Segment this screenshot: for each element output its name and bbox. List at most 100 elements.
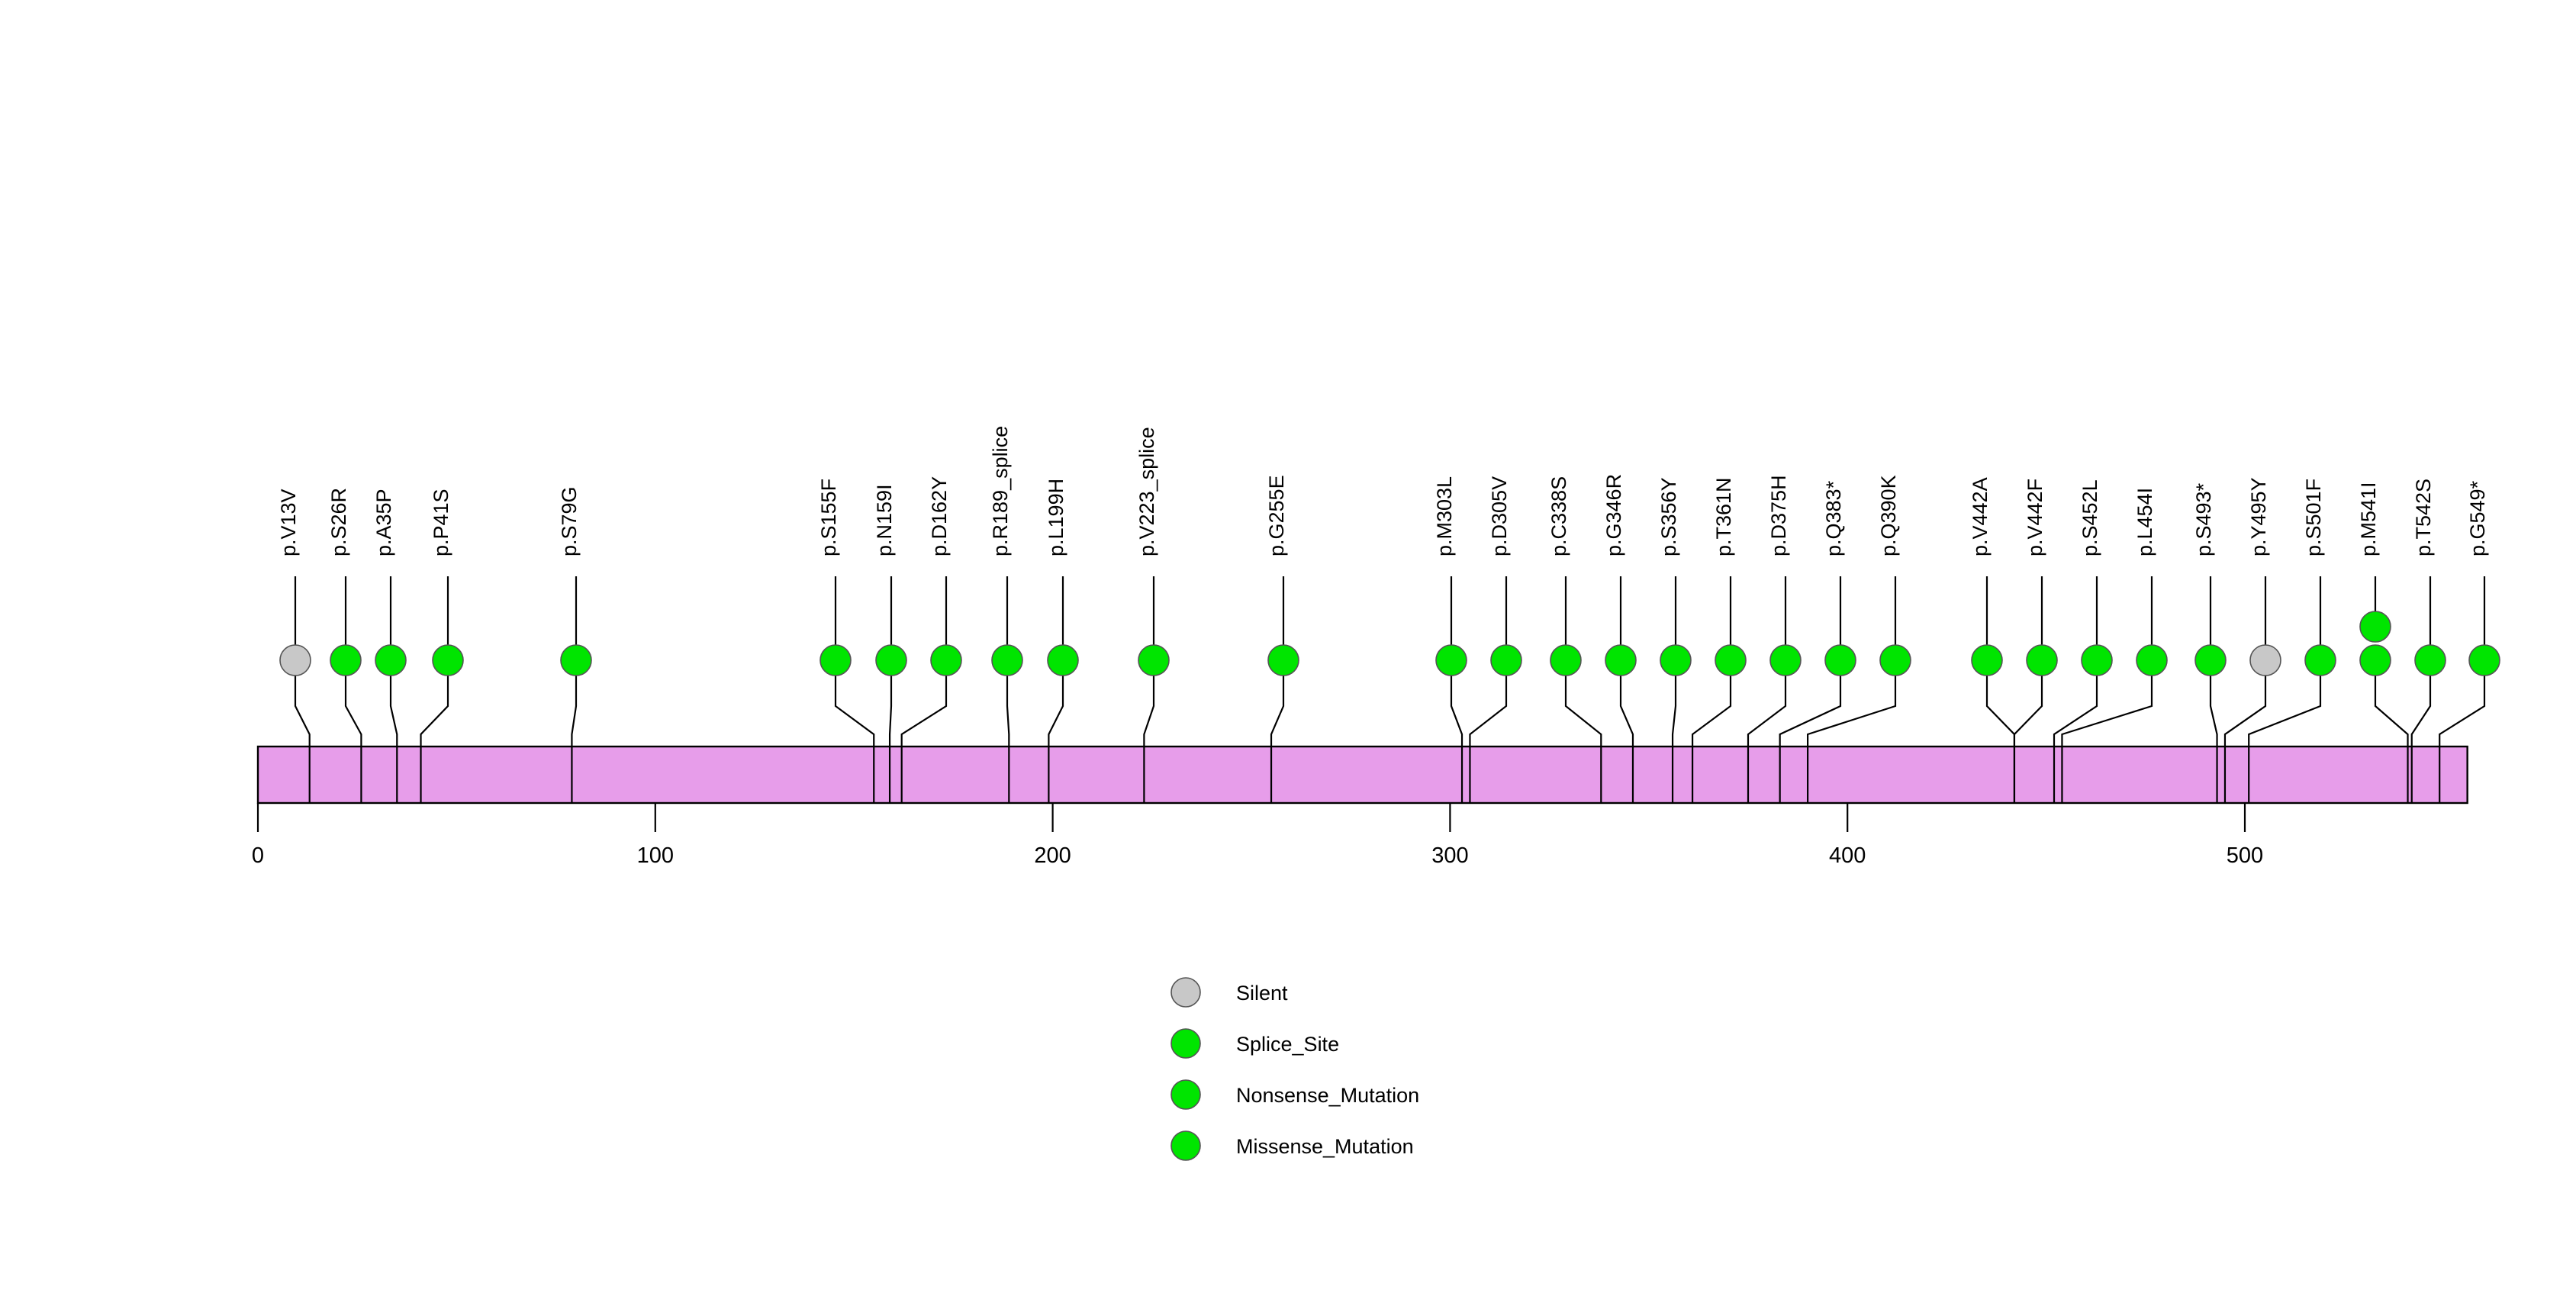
legend-label: Silent	[1236, 982, 1288, 1005]
mutation-label: p.D375H	[1767, 475, 1790, 556]
mutation-marker[interactable]	[1490, 644, 1522, 676]
legend-label: Missense_Mutation	[1236, 1135, 1414, 1158]
mutation-marker[interactable]	[1047, 644, 1079, 676]
stem-lower	[344, 660, 362, 747]
mutation-marker[interactable]	[1769, 644, 1802, 676]
mutation-label: p.Q390K	[1877, 475, 1900, 556]
mutation-marker[interactable]	[991, 644, 1023, 676]
mutation-marker[interactable]	[375, 644, 407, 676]
mutation-marker[interactable]	[1660, 644, 1692, 676]
mutation-label: p.L199H	[1045, 479, 1067, 556]
mutation-label: p.A35P	[372, 489, 395, 556]
protein-bar-group	[256, 745, 2468, 805]
mutation-marker[interactable]	[2304, 644, 2336, 676]
mutation-marker[interactable]	[2414, 644, 2446, 676]
mutation-label: p.V442F	[2024, 479, 2046, 556]
mutation-label: p.S79G	[558, 486, 581, 556]
mutation-marker[interactable]	[279, 644, 311, 676]
mutation-marker[interactable]	[2359, 611, 2391, 643]
mutation-marker[interactable]	[2468, 644, 2500, 676]
x-axis-tick-label: 100	[637, 843, 674, 868]
mutation-label: p.S493*	[2192, 482, 2215, 556]
mutation-label: p.S501F	[2302, 479, 2325, 556]
mutation-marker[interactable]	[1715, 644, 1747, 676]
mutation-marker[interactable]	[2136, 644, 2168, 676]
stem-lower	[1747, 660, 1787, 747]
stem-lower	[2061, 660, 2153, 747]
x-axis-tick-label: 400	[1829, 843, 1866, 868]
mutation-label: p.R189_splice	[989, 426, 1012, 556]
stem-lower	[1807, 660, 1897, 747]
x-axis-tick-label: 300	[1431, 843, 1468, 868]
mutation-marker[interactable]	[1138, 644, 1170, 676]
mutation-label: p.C338S	[1547, 476, 1570, 556]
stem-lower	[571, 660, 578, 747]
stem-lower	[1691, 660, 1732, 747]
stem-lower	[888, 660, 893, 747]
mutation-label: p.S452L	[2079, 479, 2101, 556]
mutation-marker[interactable]	[2359, 644, 2391, 676]
mutation-label: p.V442A	[1969, 477, 1992, 556]
mutation-label: p.Q383*	[1822, 480, 1845, 556]
mutation-marker[interactable]	[875, 644, 907, 676]
stem-lower	[1270, 660, 1285, 747]
stem-lower	[1006, 660, 1010, 747]
x-axis-tick-label: 0	[252, 843, 264, 868]
mutation-label: p.V13V	[277, 489, 300, 556]
mutation-label: p.L454I	[2133, 488, 2156, 556]
mutation-marker[interactable]	[2249, 644, 2281, 676]
mutation-label: p.S356Y	[1657, 477, 1680, 556]
mutation-marker[interactable]	[2194, 644, 2227, 676]
mutation-label: p.T361N	[1712, 477, 1735, 556]
mutation-marker[interactable]	[930, 644, 962, 676]
mutation-marker[interactable]	[2081, 644, 2113, 676]
mutation-label: p.D305V	[1488, 476, 1511, 556]
marker-group	[279, 611, 2500, 676]
mutation-marker[interactable]	[1879, 644, 1911, 676]
mutation-marker[interactable]	[819, 644, 852, 676]
mutation-label: p.G346R	[1602, 474, 1625, 556]
stem-lower	[1048, 660, 1064, 747]
stem-lower	[1564, 660, 1602, 747]
stem-lower	[2223, 660, 2267, 747]
legend-swatch[interactable]	[1170, 1028, 1201, 1059]
mutation-marker[interactable]	[1267, 644, 1299, 676]
x-axis-tick-label: 500	[2227, 843, 2263, 868]
stem-lower	[2209, 660, 2218, 747]
legend-label: Nonsense_Mutation	[1236, 1084, 1419, 1107]
stem-lower	[1779, 660, 1842, 747]
mutation-marker[interactable]	[1435, 644, 1467, 676]
mutation-marker[interactable]	[560, 644, 592, 676]
mutation-label: p.T542S	[2412, 479, 2435, 556]
stem-lower	[2439, 660, 2486, 747]
mutation-marker[interactable]	[1550, 644, 1582, 676]
x-axis-group: 0 100 200 300 400 500	[252, 803, 2263, 868]
mutation-marker[interactable]	[1824, 644, 1856, 676]
mutation-label: p.V223_splice	[1135, 427, 1158, 556]
stem-lower	[1469, 660, 1508, 747]
legend-swatch[interactable]	[1170, 1130, 1201, 1161]
mutation-marker[interactable]	[432, 644, 464, 676]
stem-lower	[834, 660, 875, 747]
stem-lower	[900, 660, 948, 747]
stem-lower	[2248, 660, 2322, 747]
mutation-marker[interactable]	[2026, 644, 2058, 676]
mutation-label: p.M303L	[1433, 476, 1456, 556]
stem-lower	[389, 660, 398, 747]
stem-lower	[2410, 660, 2432, 747]
mutation-label: p.P41S	[430, 489, 452, 556]
stem-lower	[1143, 660, 1155, 747]
stem-lower	[1450, 660, 1463, 747]
mutation-marker[interactable]	[1605, 644, 1637, 676]
mutation-marker[interactable]	[1971, 644, 2003, 676]
stem-lower	[1619, 660, 1634, 747]
legend-swatch[interactable]	[1170, 977, 1201, 1008]
mutation-marker[interactable]	[330, 644, 362, 676]
mutation-label: p.N159I	[873, 484, 896, 556]
stem-lower	[420, 660, 449, 747]
legend-swatch[interactable]	[1170, 1079, 1201, 1110]
x-axis-tick-label: 200	[1034, 843, 1071, 868]
